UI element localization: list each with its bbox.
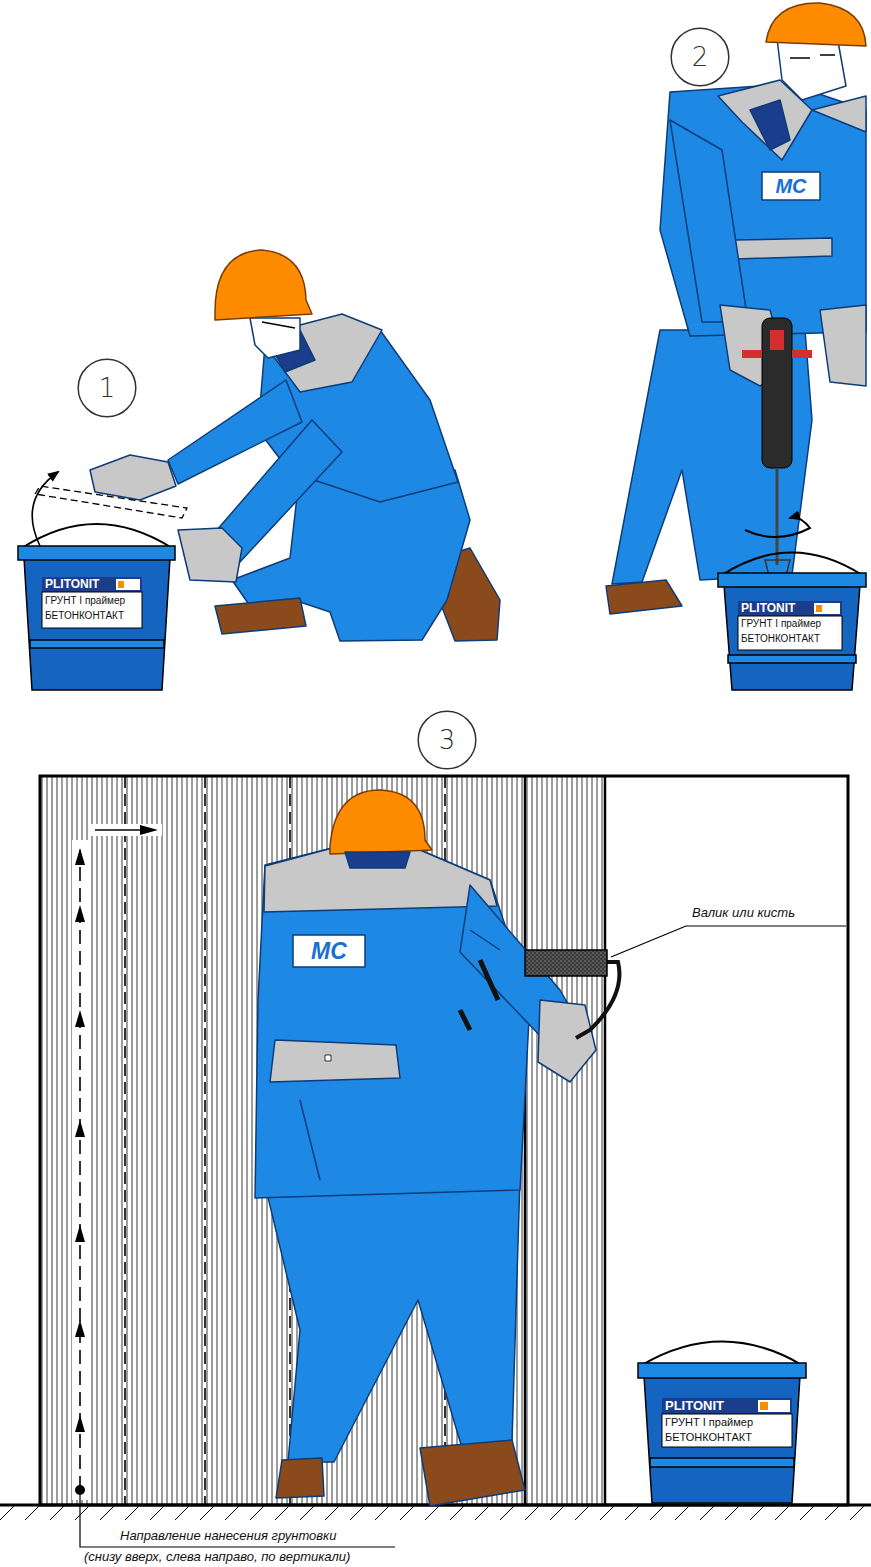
product-name: ГРУНТ I праймер bbox=[45, 595, 125, 607]
direction-note: (снизу вверх, слева направо, по вертикал… bbox=[84, 1550, 350, 1565]
callout-label: Валик или кисть bbox=[692, 906, 795, 921]
brand-name: PLITONIT bbox=[665, 1399, 724, 1414]
roller bbox=[525, 926, 846, 1038]
worker-with-roller bbox=[255, 790, 596, 1506]
logo-text: MC bbox=[311, 938, 347, 964]
callout-number: 3 bbox=[417, 727, 477, 753]
brand-name: PLITONIT bbox=[741, 602, 795, 616]
product-name: ГРУНТ I праймер bbox=[741, 618, 821, 630]
node-text-box: 3 bbox=[417, 727, 477, 753]
direction-note: Направление нанесения грунтовки bbox=[120, 1529, 336, 1544]
product-name: ГРУНТ I праймер bbox=[665, 1416, 753, 1429]
product-name: БЕТОНКОНТАКТ bbox=[665, 1431, 752, 1444]
bucket-2 bbox=[718, 553, 866, 691]
wall bbox=[0, 776, 871, 1520]
callout-circle: 2 bbox=[670, 27, 730, 87]
brand-name: PLITONIT bbox=[45, 578, 99, 592]
mixer-drill bbox=[742, 318, 812, 580]
bucket-lid bbox=[32, 472, 187, 546]
bucket-1 bbox=[18, 524, 175, 690]
mixing-worker bbox=[606, 3, 866, 614]
callout-circle: 1 bbox=[77, 358, 137, 418]
callout-number: 1 bbox=[77, 375, 137, 401]
callout-circle: 3 bbox=[417, 710, 477, 770]
node-text-box: 2 bbox=[670, 44, 730, 70]
bucket-3 bbox=[638, 1342, 806, 1504]
product-name: БЕТОНКОНТАКТ bbox=[45, 610, 124, 622]
product-name: БЕТОНКОНТАКТ bbox=[741, 633, 820, 645]
node-text-box: 1 bbox=[77, 375, 137, 401]
logo-text: MC bbox=[775, 175, 806, 198]
callout-number: 2 bbox=[670, 44, 730, 70]
